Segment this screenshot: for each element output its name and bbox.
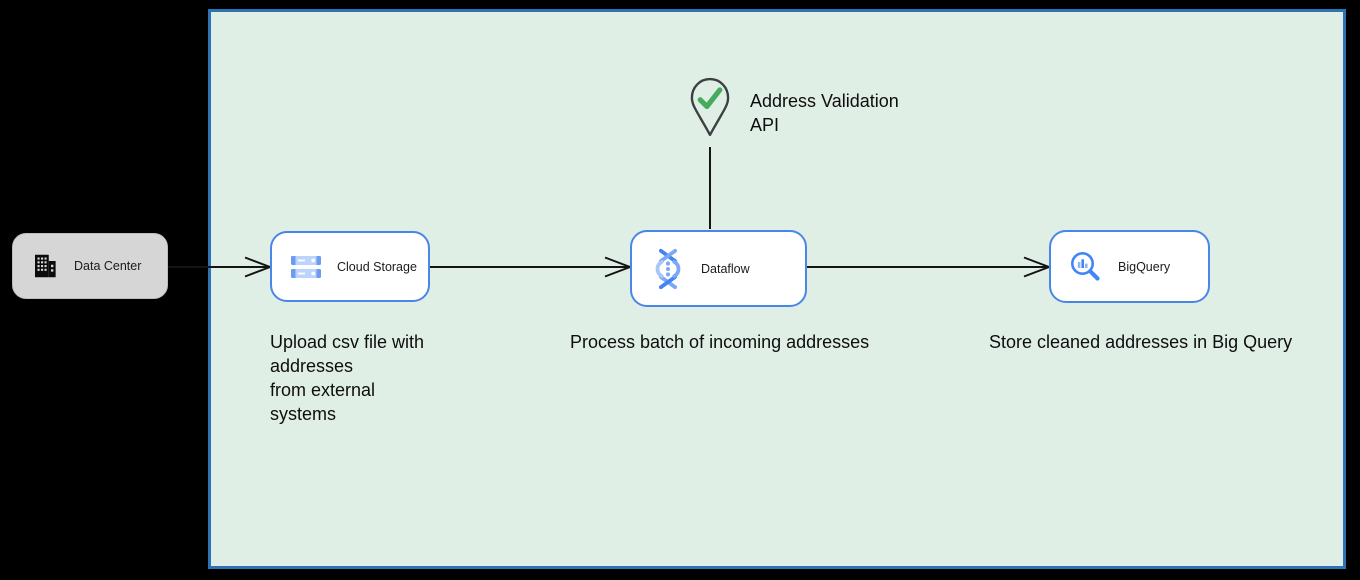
api-annotation-line2: API [750, 115, 780, 135]
node-label: Cloud Storage [337, 259, 417, 274]
node-label: Data Center [74, 259, 142, 273]
upload-note-line: systems [270, 404, 337, 424]
api-annotation-line1: Address Validation [750, 91, 899, 111]
upload-note-line: from external [270, 380, 376, 400]
node-bigquery[interactable]: BigQuery [1049, 230, 1210, 303]
upload-note-line: Upload csv file with [270, 332, 425, 352]
node-dataflow[interactable]: Dataflow [630, 230, 807, 307]
building-icon [35, 254, 56, 278]
node-cloud-storage[interactable]: Cloud Storage [270, 231, 430, 302]
store-note: Store cleaned addresses in Big Query [989, 332, 1293, 352]
api-annotation: Address Validation API [750, 89, 899, 137]
storage-bars-icon [291, 255, 321, 278]
node-label: BigQuery [1118, 259, 1171, 274]
check-icon [697, 87, 723, 110]
map-pin-check-icon[interactable] [687, 76, 733, 138]
dataflow-helix-icon [655, 248, 681, 289]
node-label: Dataflow [701, 261, 750, 276]
magnifier-chart-icon [1071, 251, 1100, 281]
node-data-center[interactable]: Data Center [12, 233, 168, 299]
upload-note: Upload csv file with addresses from exte… [270, 330, 424, 426]
process-note: Process batch of incoming addresses [570, 332, 870, 352]
upload-note-line: addresses [270, 356, 354, 376]
